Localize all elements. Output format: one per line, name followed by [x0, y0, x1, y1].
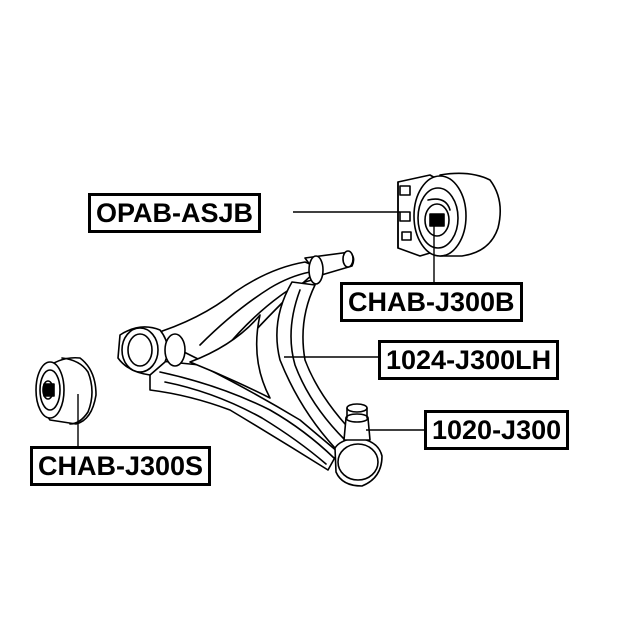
leader-lines [77, 211, 435, 448]
ball-joint [334, 403, 383, 487]
part-label-opab-asjb: OPAB-ASJB [88, 193, 262, 233]
control-arm [117, 250, 361, 471]
part-label-chab-j300s: CHAB-J300S [30, 446, 212, 486]
part-label-1020-j300: 1020-J300 [424, 410, 570, 450]
part-label-1024-j300lh: 1024-J300LH [378, 340, 560, 380]
rear-bushing [413, 172, 501, 257]
part-label-chab-j300b: CHAB-J300B [340, 282, 523, 322]
front-bushing [35, 356, 97, 425]
